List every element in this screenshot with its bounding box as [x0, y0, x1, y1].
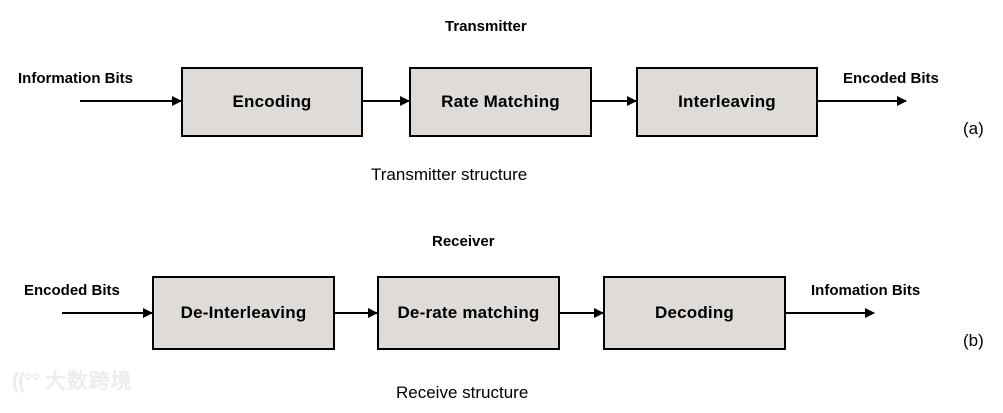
- panel-letter-a: (a): [963, 119, 984, 138]
- transmitter-caption: Transmitter structure: [371, 165, 528, 184]
- block-encoding-label: Encoding: [232, 92, 312, 111]
- arrow-input-to-de-interleaving: [62, 312, 152, 314]
- watermark-text: 大数跨境: [44, 370, 133, 393]
- block-de-rate-matching[interactable]: De-rate matching: [377, 276, 560, 350]
- panel-letter-b: (b): [963, 331, 984, 350]
- block-decoding-label: Decoding: [654, 303, 735, 322]
- transmitter-output-label: Encoded Bits: [843, 70, 939, 87]
- block-decoding[interactable]: Decoding: [603, 276, 786, 350]
- block-rate-matching[interactable]: Rate Matching: [409, 67, 592, 137]
- block-de-rate-matching-label: De-rate matching: [397, 303, 540, 322]
- block-de-interleaving[interactable]: De-Interleaving: [152, 276, 335, 350]
- watermark-logo-icon: ((°°: [12, 370, 40, 393]
- block-de-interleaving-label: De-Interleaving: [180, 303, 307, 322]
- receiver-output-label: Infomation Bits: [811, 282, 921, 299]
- arrow-encoding-to-rate-matching: [363, 100, 409, 102]
- arrow-input-to-encoding: [80, 100, 181, 102]
- block-interleaving[interactable]: Interleaving: [636, 67, 818, 137]
- transmitter-title: Transmitter: [445, 18, 527, 35]
- arrow-rate-matching-to-interleaving: [592, 100, 636, 102]
- receiver-title: Receiver: [432, 233, 495, 250]
- transmitter-input-label: Information Bits: [18, 70, 133, 87]
- block-interleaving-label: Interleaving: [678, 92, 776, 111]
- watermark: ((°° 大数跨境: [12, 371, 133, 392]
- block-encoding[interactable]: Encoding: [181, 67, 363, 137]
- arrow-de-interleaving-to-de-rate-matching: [335, 312, 377, 314]
- receiver-input-label: Encoded Bits: [24, 282, 120, 299]
- arrow-decoding-to-output: [786, 312, 874, 314]
- arrow-de-rate-matching-to-decoding: [560, 312, 603, 314]
- block-rate-matching-label: Rate Matching: [441, 92, 560, 111]
- receiver-caption: Receive structure: [396, 383, 529, 402]
- arrow-interleaving-to-output: [818, 100, 906, 102]
